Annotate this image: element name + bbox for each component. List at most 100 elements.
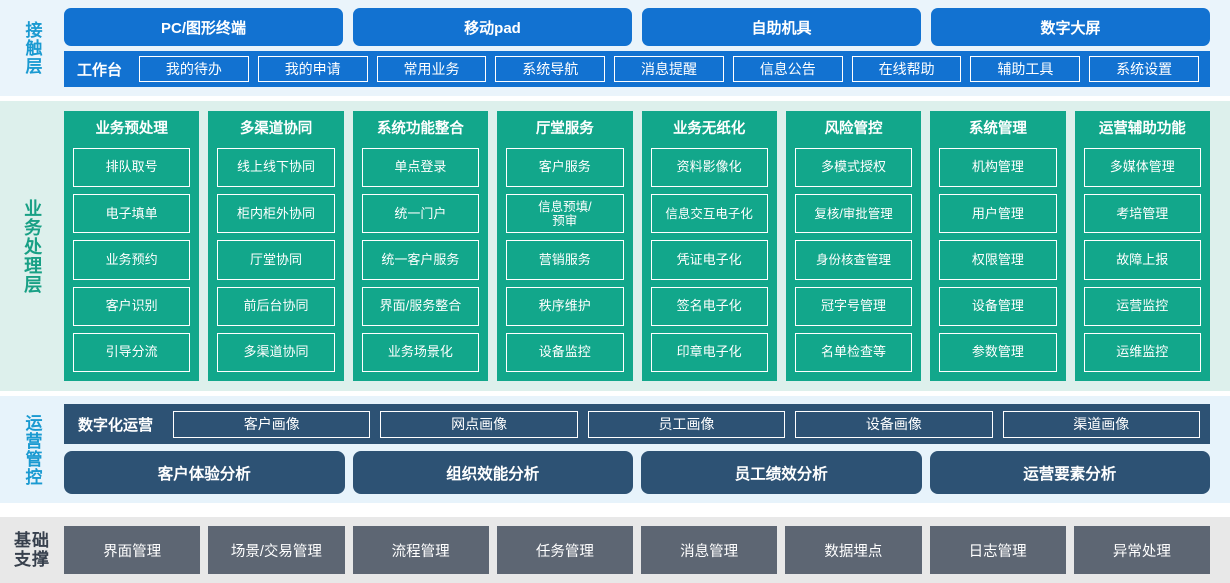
business-item[interactable]: 业务场景化 [361,332,480,373]
workbench-item-information-bulletin[interactable]: 信息公告 [732,56,843,82]
portrait-customer[interactable]: 客户画像 [173,410,371,438]
business-item[interactable]: 签名电子化 [650,286,768,326]
business-column-pre-processing: 业务预处理 排队取号 电子填单 业务预约 客户识别 引导分流 [64,111,200,381]
business-item[interactable]: 统一门户 [361,194,480,234]
business-item[interactable]: 信息交互电子化 [650,194,768,234]
business-item[interactable]: 运维监控 [1083,332,1201,373]
business-item[interactable]: 参数管理 [939,332,1057,373]
foundation-item-message-management[interactable]: 消息管理 [641,526,778,574]
analysis-customer-experience[interactable]: 客户体验分析 [64,451,345,494]
digital-operations-row: 数字化运营 客户画像 网点画像 员工画像 设备画像 渠道画像 [64,404,1210,444]
business-item[interactable]: 厅堂协同 [217,240,335,280]
business-layer-band: 业务处理层 业务预处理 排队取号 电子填单 业务预约 客户识别 引导分流 多渠道… [0,101,1230,391]
analysis-organizational-efficiency[interactable]: 组织效能分析 [352,451,633,494]
business-item[interactable]: 多模式授权 [794,148,913,188]
operations-layer-body: 数字化运营 客户画像 网点画像 员工画像 设备画像 渠道画像 客户体验分析 组织… [64,396,1230,503]
business-item[interactable]: 权限管理 [939,240,1057,280]
business-item[interactable]: 名单检查等 [794,332,913,373]
business-item[interactable]: 引导分流 [73,332,191,373]
business-item[interactable]: 多渠道协同 [217,332,335,373]
channel-row: PC/图形终端 移动pad 自助机具 数字大屏 [64,8,1210,46]
business-item[interactable]: 排队取号 [73,148,191,188]
business-item[interactable]: 故障上报 [1083,240,1201,280]
workbench-item-message-reminder[interactable]: 消息提醒 [614,56,724,82]
foundation-item-scenario-transaction-management[interactable]: 场景/交易管理 [208,526,345,574]
business-item[interactable]: 冠字号管理 [794,286,913,326]
business-item[interactable]: 客户识别 [73,286,191,326]
channel-box-digital-screen[interactable]: 数字大屏 [931,8,1210,46]
contact-layer-band: 接触层 PC/图形终端 移动pad 自助机具 数字大屏 工作台 我的待办 我的申… [0,0,1230,96]
business-layer-body: 业务预处理 排队取号 电子填单 业务预约 客户识别 引导分流 多渠道协同 线上线… [64,101,1230,391]
contact-layer-body: PC/图形终端 移动pad 自助机具 数字大屏 工作台 我的待办 我的申请 常用… [64,0,1230,96]
foundation-item-ui-management[interactable]: 界面管理 [64,526,201,574]
channel-box-pc[interactable]: PC/图形终端 [64,8,343,46]
channel-box-mobile-pad[interactable]: 移动pad [353,8,632,46]
business-item[interactable]: 统一客户服务 [361,240,480,280]
workbench-item-common-business[interactable]: 常用业务 [376,56,487,82]
business-item[interactable]: 营销服务 [506,240,624,280]
business-column-title: 业务无纸化 [672,121,746,137]
foundation-item-data-tracking[interactable]: 数据埋点 [785,526,922,574]
business-item[interactable]: 信息预填/预审 [506,194,624,234]
workbench-item-system-settings[interactable]: 系统设置 [1089,56,1200,82]
workbench-item-online-help[interactable]: 在线帮助 [851,56,962,82]
business-item[interactable]: 考培管理 [1083,194,1201,234]
foundation-row: 界面管理 场景/交易管理 流程管理 任务管理 消息管理 数据埋点 日志管理 异常… [64,526,1210,574]
business-item[interactable]: 单点登录 [361,148,480,188]
business-column-system-management: 系统管理 机构管理 用户管理 权限管理 设备管理 参数管理 [930,111,1066,381]
digital-operations-title: 数字化运营 [78,416,154,434]
workbench-item-my-application[interactable]: 我的申请 [257,56,368,82]
business-column-title: 多渠道协同 [239,121,313,137]
business-item[interactable]: 印章电子化 [650,332,768,373]
business-item[interactable]: 界面/服务整合 [361,286,480,326]
business-item[interactable]: 身份核查管理 [794,240,913,280]
workbench-item-auxiliary-tools[interactable]: 辅助工具 [970,56,1081,82]
portrait-branch[interactable]: 网点画像 [380,410,578,438]
business-item[interactable]: 多媒体管理 [1083,148,1201,188]
business-item[interactable]: 线上线下协同 [217,148,335,188]
business-item[interactable]: 复核/审批管理 [794,194,913,234]
business-column-title: 业务预处理 [95,121,168,137]
business-item[interactable]: 设备管理 [939,286,1057,326]
portrait-employee[interactable]: 员工画像 [587,410,786,438]
business-column-title: 风险管控 [824,121,883,137]
business-column-multi-channel: 多渠道协同 线上线下协同 柜内柜外协同 厅堂协同 前后台协同 多渠道协同 [208,111,344,381]
business-item[interactable]: 前后台协同 [217,286,335,326]
business-item[interactable]: 电子填单 [73,194,191,234]
workbench-row: 工作台 我的待办 我的申请 常用业务 系统导航 消息提醒 信息公告 在线帮助 辅… [64,51,1210,87]
business-item[interactable]: 客户服务 [506,148,624,188]
portrait-channel[interactable]: 渠道画像 [1002,410,1200,438]
portrait-device[interactable]: 设备画像 [795,410,993,438]
business-columns: 业务预处理 排队取号 电子填单 业务预约 客户识别 引导分流 多渠道协同 线上线… [64,111,1210,381]
foundation-item-task-management[interactable]: 任务管理 [496,526,633,574]
business-column-title: 系统管理 [968,121,1027,137]
workbench-item-system-navigation[interactable]: 系统导航 [495,56,606,82]
foundation-item-process-management[interactable]: 流程管理 [352,526,489,574]
business-column-paperless: 业务无纸化 资料影像化 信息交互电子化 凭证电子化 签名电子化 印章电子化 [641,111,777,381]
foundation-label-line2: 支撑 [14,550,50,569]
foundation-item-log-management[interactable]: 日志管理 [929,526,1066,574]
business-item[interactable]: 凭证电子化 [650,240,768,280]
channel-box-self-service[interactable]: 自助机具 [642,8,921,46]
business-column-hall-service: 厅堂服务 客户服务 信息预填/预审 营销服务 秩序维护 设备监控 [497,111,633,381]
foundation-item-exception-handling[interactable]: 异常处理 [1073,526,1210,574]
business-item[interactable]: 运营监控 [1083,286,1201,326]
business-item[interactable]: 机构管理 [939,148,1057,188]
business-item[interactable]: 秩序维护 [506,286,624,326]
business-column-risk-control: 风险管控 多模式授权 复核/审批管理 身份核查管理 冠字号管理 名单检查等 [785,111,922,381]
business-item[interactable]: 资料影像化 [650,148,768,188]
business-item[interactable]: 柜内柜外协同 [217,194,335,234]
business-layer-label: 业务处理层 [22,198,43,294]
business-item[interactable]: 设备监控 [506,332,624,373]
business-item[interactable]: 用户管理 [939,194,1057,234]
workbench-title: 工作台 [77,61,123,79]
business-column-system-integration: 系统功能整合 单点登录 统一门户 统一客户服务 界面/服务整合 业务场景化 [352,111,489,381]
analysis-operational-elements[interactable]: 运营要素分析 [929,451,1210,494]
business-item[interactable]: 业务预约 [73,240,191,280]
workbench-item-my-todo[interactable]: 我的待办 [139,56,249,82]
business-column-operation-support: 运营辅助功能 多媒体管理 考培管理 故障上报 运营监控 运维监控 [1074,111,1210,381]
operations-layer-label: 运营管控 [22,413,42,486]
analysis-employee-performance[interactable]: 员工绩效分析 [641,451,922,494]
operations-layer-band: 运营管控 数字化运营 客户画像 网点画像 员工画像 设备画像 渠道画像 客户体验… [0,396,1230,503]
